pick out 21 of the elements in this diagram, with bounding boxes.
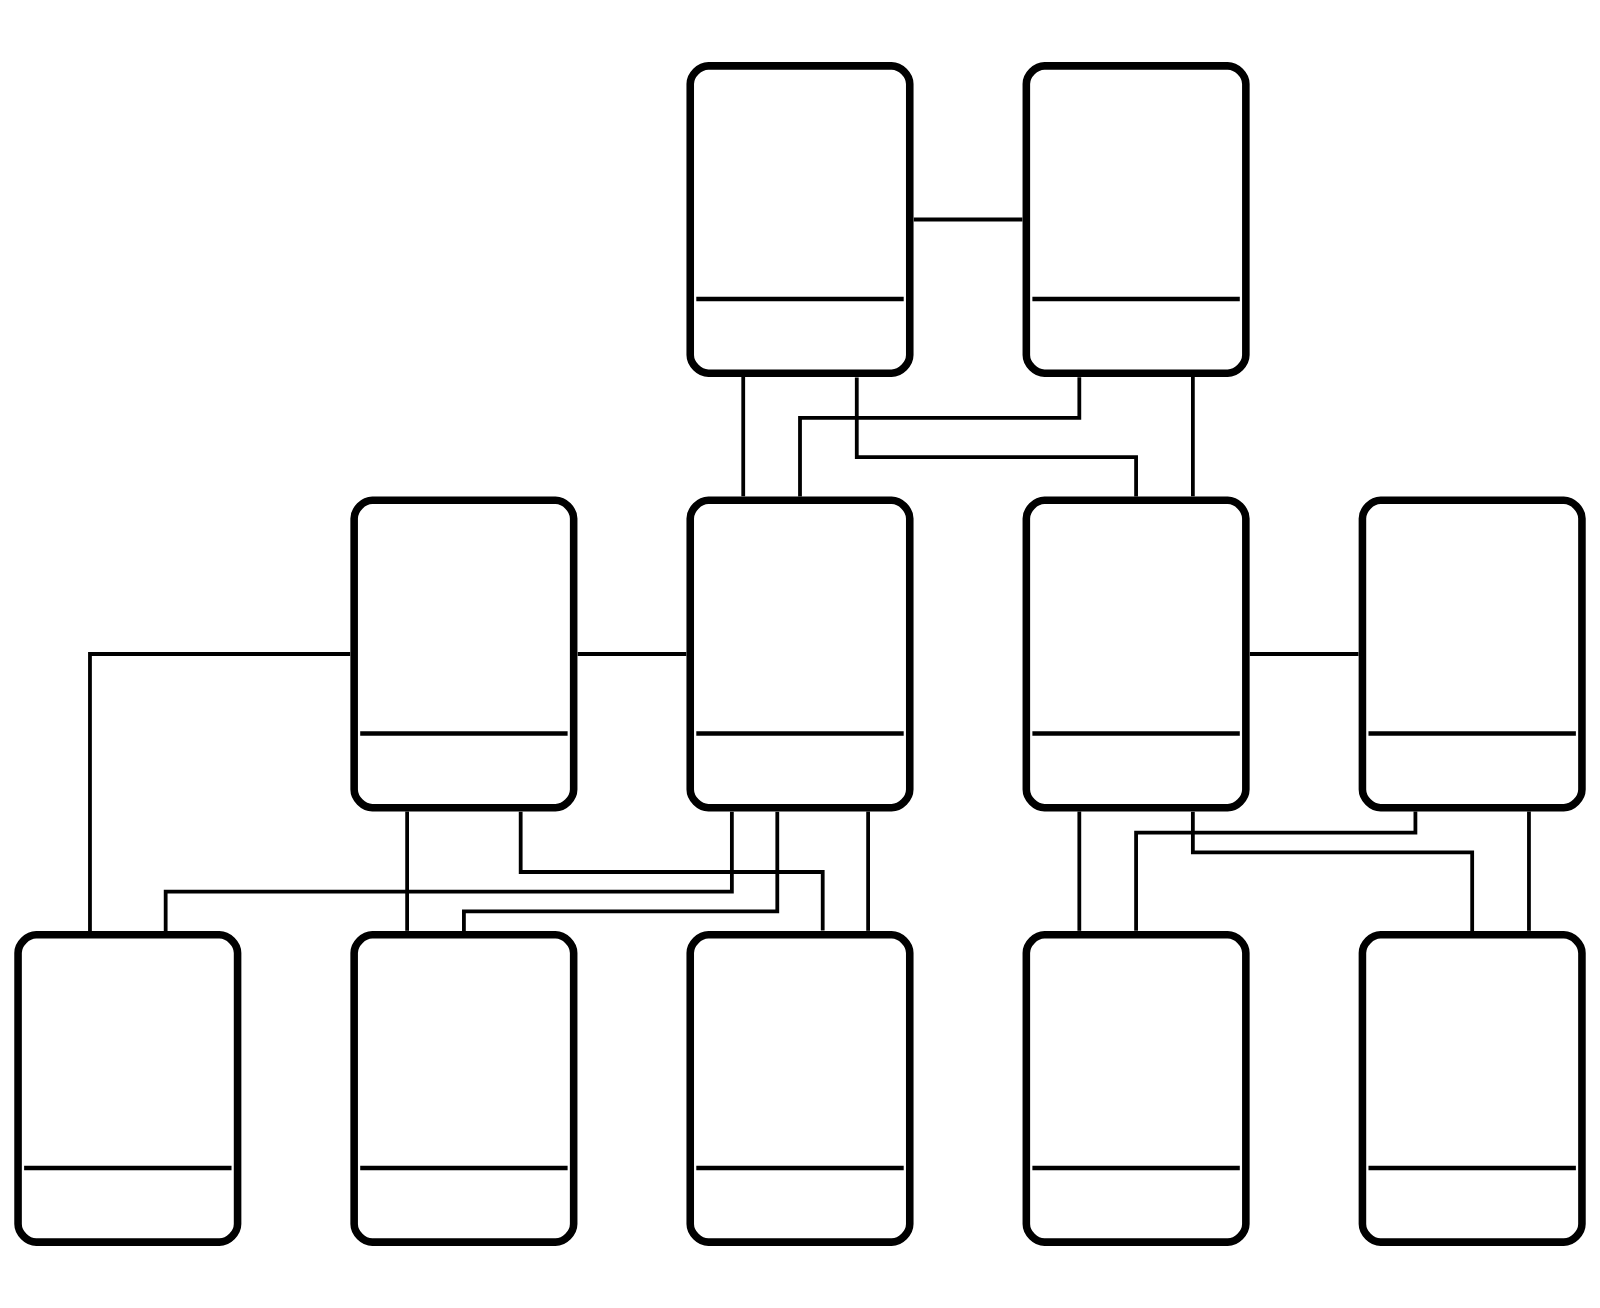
connector [1134, 811, 1418, 931]
connector [88, 652, 351, 931]
connector [913, 217, 1023, 222]
connector [854, 377, 1138, 497]
connector [798, 377, 1082, 497]
connector [741, 377, 746, 497]
connector [518, 811, 825, 931]
connector [405, 811, 410, 931]
connector [163, 811, 734, 932]
connector [1249, 652, 1359, 656]
connector [1077, 811, 1082, 931]
node-box [350, 496, 578, 812]
connector [462, 811, 780, 931]
node-box [1358, 496, 1586, 812]
connector [1190, 811, 1475, 931]
node-box [1022, 496, 1250, 812]
connector [1527, 811, 1531, 931]
connector [577, 652, 687, 656]
connector [1190, 377, 1195, 497]
node-box [686, 496, 914, 812]
connector [866, 811, 870, 931]
